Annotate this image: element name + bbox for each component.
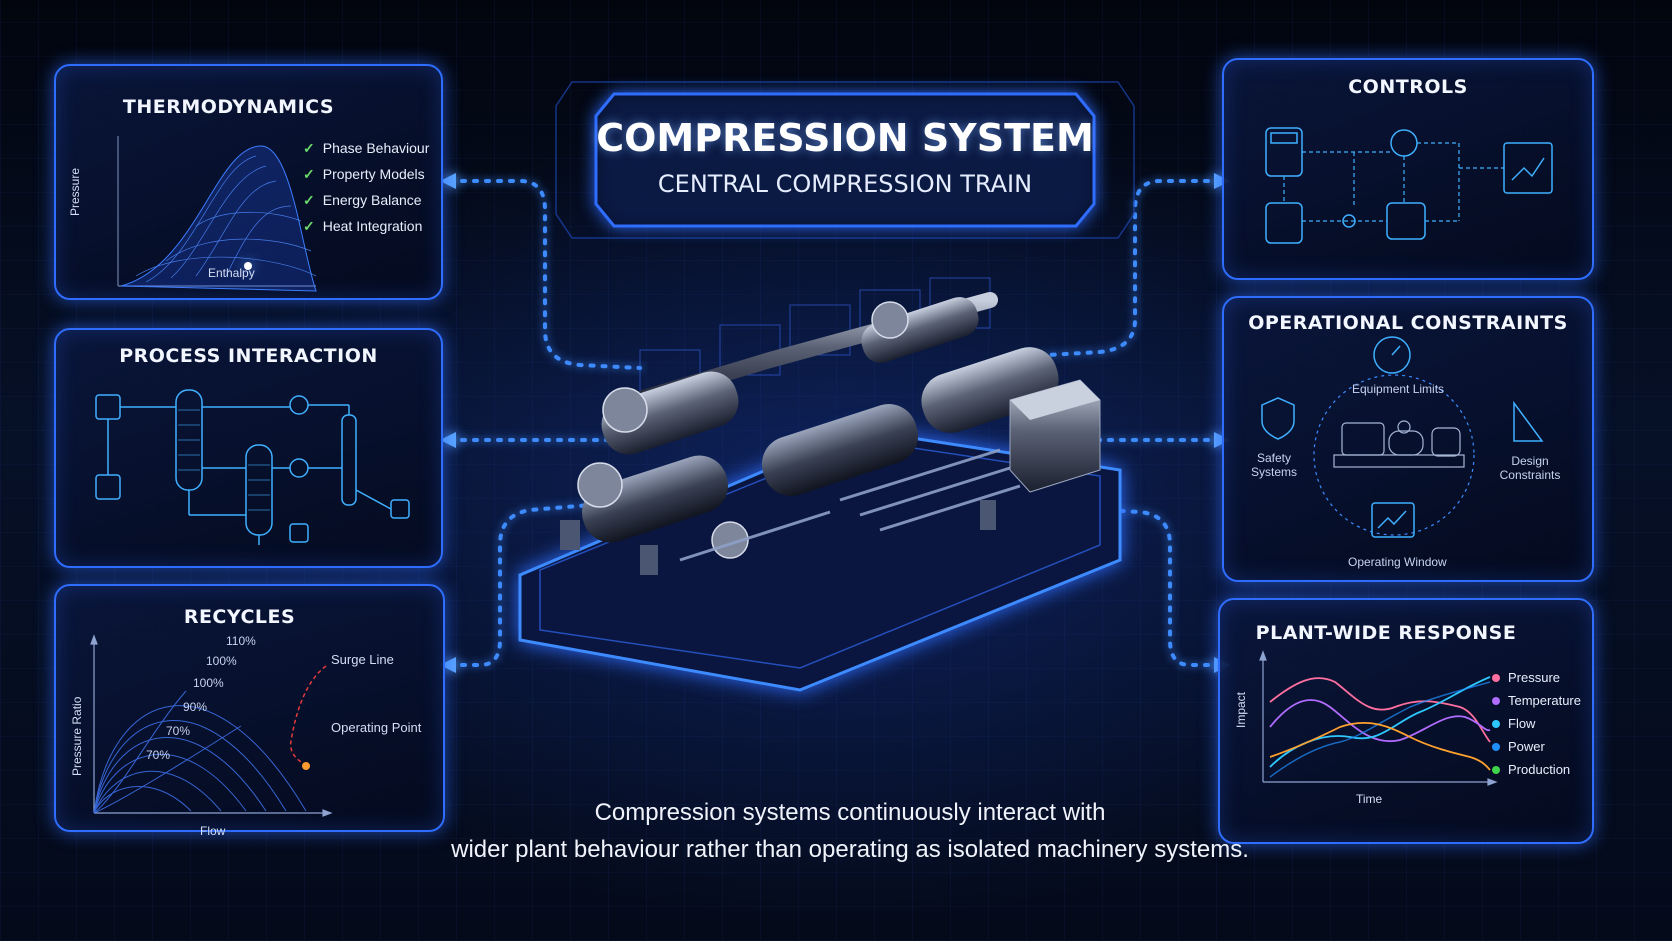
- thermo-list: ✓Phase Behaviour ✓Property Models ✓Energ…: [303, 140, 429, 235]
- legend-item: Power: [1492, 739, 1581, 754]
- main-title-box: COMPRESSION SYSTEM CENTRAL COMPRESSION T…: [555, 81, 1135, 239]
- title-frame: [555, 81, 1135, 239]
- legend-item: Flow: [1492, 716, 1581, 731]
- legend-dot: [1492, 720, 1500, 728]
- thermo-list-item: ✓Property Models: [303, 166, 425, 182]
- page-title: COMPRESSION SYSTEM: [596, 116, 1094, 160]
- speed-label: 90%: [183, 700, 208, 714]
- legend-item: Pressure: [1492, 670, 1581, 685]
- response-legend: Pressure Temperature Flow Power Producti…: [1492, 670, 1581, 777]
- speed-label: 70%: [146, 748, 171, 762]
- phase-envelope-surface: [117, 136, 317, 292]
- design-constraints-label: Design Constraints: [1499, 454, 1561, 482]
- page-subtitle: CENTRAL COMPRESSION TRAIN: [657, 170, 1033, 198]
- legend-dot: [1492, 674, 1500, 682]
- constraints-diagram: [1261, 336, 1544, 538]
- process-flow-diagram: [95, 389, 410, 545]
- operating-point-label: Operating Point: [331, 720, 422, 735]
- caption: Compression systems continuously interac…: [420, 794, 1280, 868]
- check-icon: ✓: [303, 140, 315, 156]
- thermodynamics-panel: THERMODYNAMICS Pressure Enthalpy ✓Phase …: [54, 64, 443, 300]
- control-loop-diagram: [1265, 127, 1553, 244]
- speed-label: 100%: [193, 676, 224, 690]
- thermo-x-axis-label: Enthalpy: [208, 266, 255, 280]
- thermo-list-item: ✓Energy Balance: [303, 192, 422, 208]
- recycles-y-axis-label: Pressure Ratio: [70, 696, 84, 776]
- process-interaction-title: PROCESS INTERACTION: [119, 345, 378, 367]
- thermo-y-axis-label: Pressure: [68, 167, 82, 216]
- operational-constraints-panel: OPERATIONAL CONSTRAINTS Equipment Limits…: [1222, 296, 1594, 582]
- thermo-list-item: ✓Phase Behaviour: [303, 140, 430, 156]
- operating-window-label: Operating Window: [1348, 555, 1447, 569]
- thermodynamics-title: THERMODYNAMICS: [122, 96, 335, 118]
- plant-wide-response-title: PLANT-WIDE RESPONSE: [1255, 622, 1517, 644]
- process-interaction-panel: PROCESS INTERACTION: [54, 328, 443, 568]
- controls-panel: CONTROLS: [1222, 58, 1594, 280]
- speed-label: 70%: [166, 724, 191, 738]
- response-chart: [1259, 650, 1498, 786]
- compressor-map: [90, 634, 333, 817]
- legend-dot: [1492, 766, 1500, 774]
- legend-dot: [1492, 743, 1500, 751]
- thermo-list-item: ✓Heat Integration: [303, 218, 423, 234]
- check-icon: ✓: [303, 166, 315, 182]
- plant-wide-response-panel: PLANT-WIDE RESPONSE Impact Time Pressure…: [1218, 598, 1594, 844]
- surge-line-label: Surge Line: [331, 652, 394, 667]
- speed-label: 110%: [226, 634, 256, 648]
- safety-systems-label: Safety Systems: [1250, 451, 1297, 479]
- legend-item: Production: [1492, 762, 1581, 777]
- controls-title: CONTROLS: [1348, 76, 1468, 98]
- caption-line-2: wider plant behaviour rather than operat…: [451, 836, 1249, 863]
- equipment-limits-label: Equipment Limits: [1352, 382, 1445, 396]
- response-y-axis-label: Impact: [1234, 691, 1248, 728]
- operational-constraints-title: OPERATIONAL CONSTRAINTS: [1248, 312, 1568, 334]
- response-x-axis-label: Time: [1356, 792, 1383, 806]
- legend-item: Temperature: [1492, 693, 1581, 708]
- legend-dot: [1492, 697, 1500, 705]
- recycles-panel: RECYCLES 110% 100% 100% 90% 70% 70% Surg…: [54, 584, 445, 838]
- check-icon: ✓: [303, 218, 315, 234]
- recycles-title: RECYCLES: [183, 606, 296, 628]
- caption-line-1: Compression systems continuously interac…: [594, 799, 1106, 826]
- recycles-x-axis-label: Flow: [200, 824, 226, 838]
- check-icon: ✓: [303, 192, 315, 208]
- speed-label: 100%: [206, 654, 237, 668]
